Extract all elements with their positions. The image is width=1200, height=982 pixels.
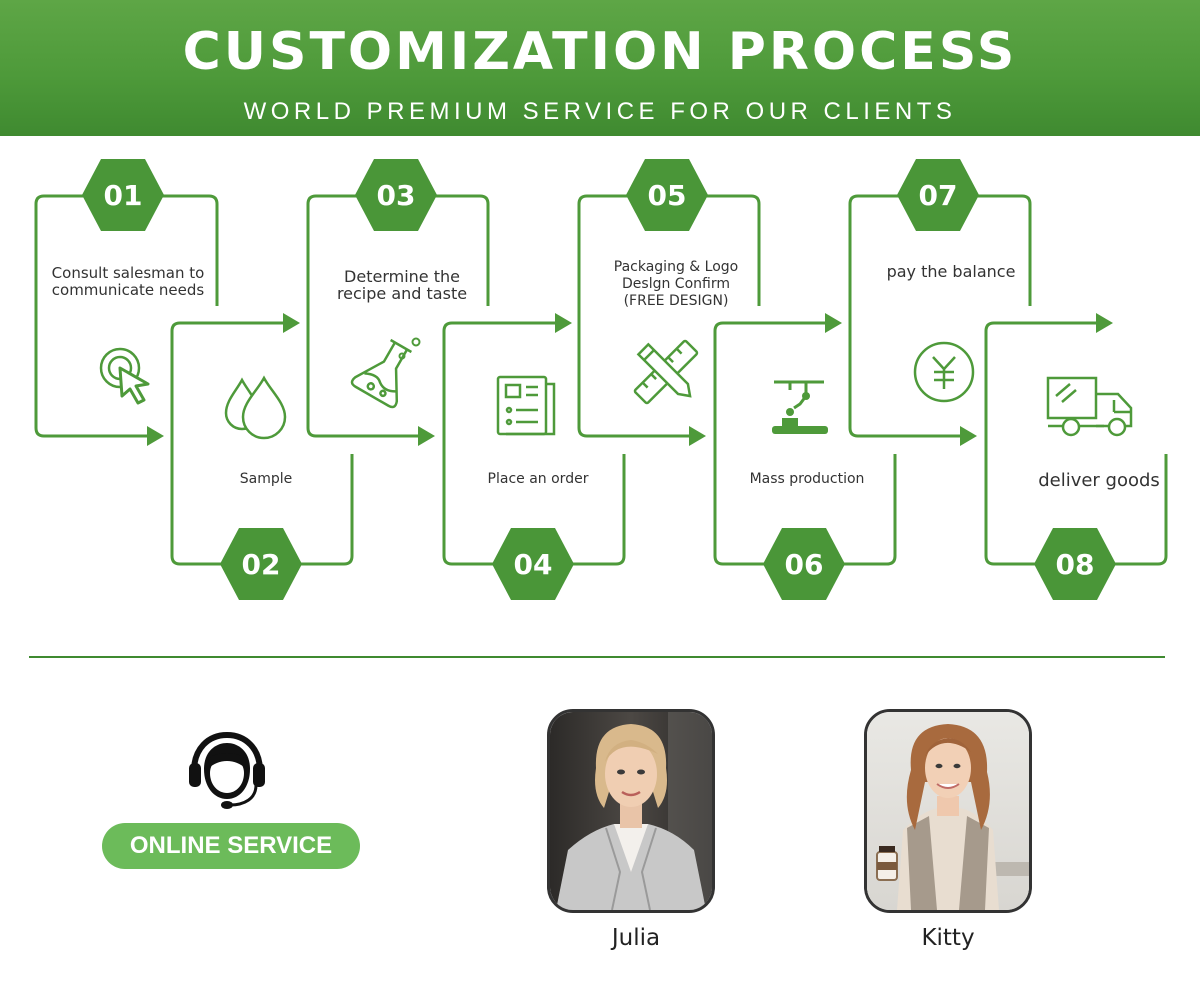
- step-06: 06: [713, 313, 897, 600]
- step-08-label: deliver goods: [1038, 470, 1160, 491]
- step-07-label: pay the balance: [886, 262, 1016, 281]
- step-03-label: Determine the recipe and taste: [336, 267, 468, 303]
- contact-photo-julia[interactable]: [547, 709, 715, 913]
- step-number-03: 03: [377, 179, 416, 212]
- contact-name-kitty: Kitty: [921, 925, 975, 951]
- step-02: 02: [170, 313, 354, 600]
- step-number-05: 05: [648, 179, 687, 212]
- step-number-02: 02: [242, 548, 281, 581]
- step-number-06: 06: [785, 548, 824, 581]
- julia-portrait-image: [550, 712, 712, 910]
- step-01-label: Consult salesman to communicate needs: [51, 264, 205, 299]
- contact-photo-kitty[interactable]: [864, 709, 1032, 913]
- step-number-07: 07: [919, 179, 958, 212]
- process-flow: 01 02 03 0: [34, 159, 1168, 600]
- step-04-label: Place an order: [487, 471, 589, 487]
- step-02-label: Sample: [239, 471, 293, 487]
- step-03: 03: [306, 159, 490, 446]
- robot-arm-icon: [772, 380, 828, 434]
- step-01: 01: [34, 159, 219, 446]
- flask-icon: [350, 338, 413, 409]
- yen-coin-icon: [913, 341, 975, 403]
- design-tools-icon: [633, 339, 699, 405]
- page-title: CUSTOMIZATION PROCESS: [182, 22, 1018, 82]
- step-06-label: Mass production: [749, 471, 865, 487]
- kitty-portrait-image: [867, 712, 1029, 910]
- step-number-04: 04: [514, 548, 553, 581]
- step-number-01: 01: [104, 179, 143, 212]
- delivery-truck-icon: [1046, 376, 1133, 437]
- step-05-label: Packaging & Logo Deslgn Confirm (FREE DE…: [613, 259, 739, 309]
- water-drops-icon: [224, 375, 287, 440]
- step-08: 08: [984, 313, 1168, 600]
- section-divider: [29, 656, 1165, 658]
- online-service-button[interactable]: ONLINE SERVICE: [102, 823, 360, 869]
- pointer-click-icon: [99, 347, 150, 405]
- step-07: 07: [848, 159, 1032, 446]
- step-number-08: 08: [1056, 548, 1095, 581]
- step-05: 05: [577, 159, 761, 446]
- headset-agent-icon: [189, 731, 265, 809]
- contact-name-julia: Julia: [611, 925, 661, 951]
- header-banner: CUSTOMIZATION PROCESS WORLD PREMIUM SERV…: [0, 0, 1200, 136]
- page-subtitle: WORLD PREMIUM SERVICE FOR OUR CLIENTS: [243, 98, 957, 125]
- step-04: 04: [442, 313, 626, 600]
- order-form-icon: [496, 375, 556, 436]
